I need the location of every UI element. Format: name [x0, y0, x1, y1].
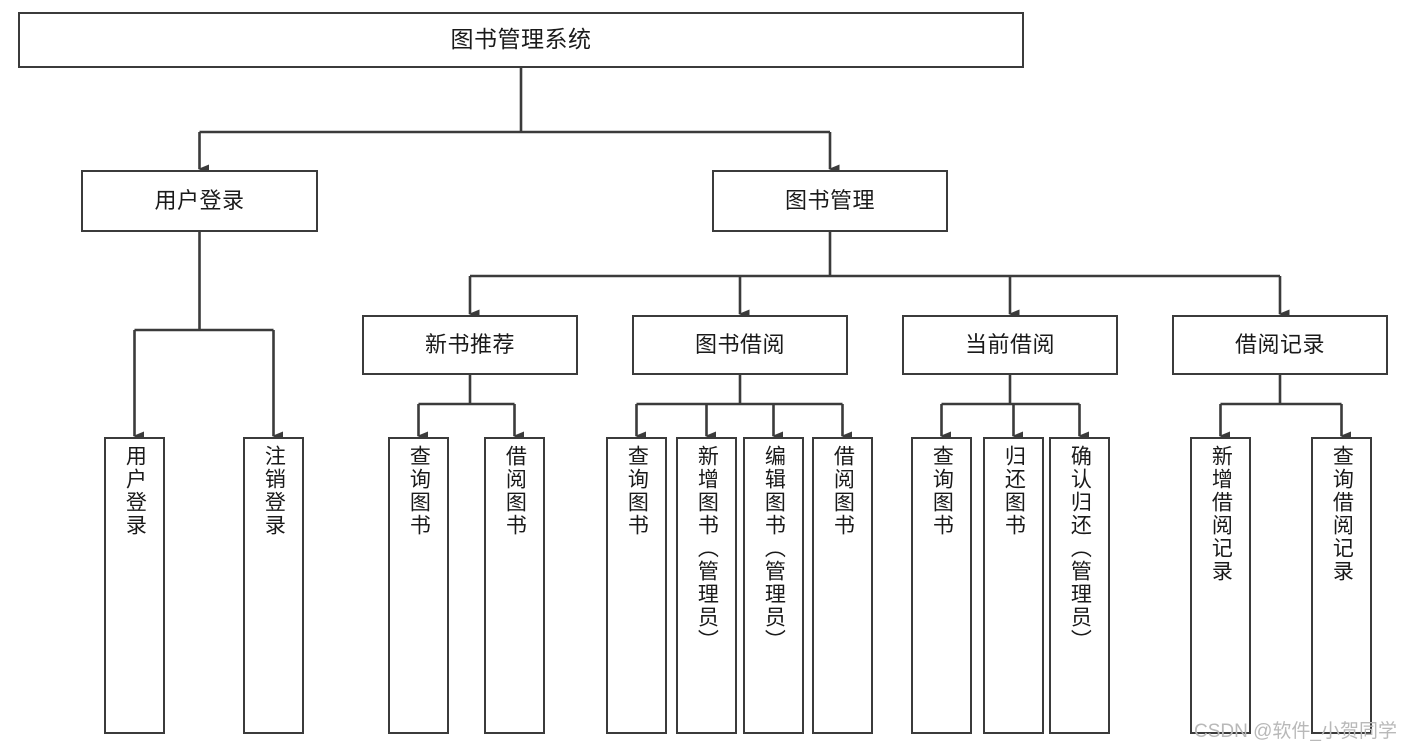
node-leaf-return-book-label: 归还图书	[1002, 445, 1026, 537]
node-leaf-borrow-book-1-label: 借阅图书	[503, 445, 527, 537]
node-user-login-label: 用户登录	[154, 187, 245, 213]
node-leaf-return-book[interactable]: 归还图书	[983, 437, 1044, 734]
node-leaf-borrow-book-1[interactable]: 借阅图书	[484, 437, 545, 734]
node-leaf-query-record[interactable]: 查询借阅记录	[1311, 437, 1372, 734]
node-leaf-user-login[interactable]: 用户登录	[104, 437, 165, 734]
node-root[interactable]: 图书管理系统	[18, 12, 1024, 68]
node-current-borrow[interactable]: 当前借阅	[902, 315, 1118, 375]
node-leaf-add-record[interactable]: 新增借阅记录	[1190, 437, 1251, 734]
node-leaf-query-book-1-label: 查询图书	[407, 445, 431, 537]
node-leaf-confirm-return[interactable]: 确认归还（管理员）	[1049, 437, 1110, 734]
csdn-watermark: CSDN @软件_小贺同学	[1194, 721, 1397, 742]
node-book-manage[interactable]: 图书管理	[712, 170, 948, 232]
node-leaf-borrow-book-2[interactable]: 借阅图书	[812, 437, 873, 734]
node-borrow-record-label: 借阅记录	[1234, 331, 1325, 357]
node-current-borrow-label: 当前借阅	[964, 331, 1055, 357]
node-leaf-user-login-label: 用户登录	[123, 445, 147, 537]
node-new-book-rec[interactable]: 新书推荐	[362, 315, 578, 375]
node-leaf-edit-book-label: 编辑图书（管理员）	[762, 445, 786, 652]
node-leaf-add-book-label: 新增图书（管理员）	[695, 445, 719, 652]
node-leaf-query-record-label: 查询借阅记录	[1330, 445, 1354, 583]
node-root-label: 图书管理系统	[450, 26, 592, 53]
node-leaf-query-book-1[interactable]: 查询图书	[388, 437, 449, 734]
node-leaf-edit-book[interactable]: 编辑图书（管理员）	[743, 437, 804, 734]
node-leaf-user-logout[interactable]: 注销登录	[243, 437, 304, 734]
node-leaf-query-book-3-label: 查询图书	[930, 445, 954, 537]
node-leaf-query-book-2-label: 查询图书	[625, 445, 649, 537]
node-book-borrow[interactable]: 图书借阅	[632, 315, 848, 375]
node-leaf-user-logout-label: 注销登录	[262, 445, 286, 537]
node-leaf-query-book-2[interactable]: 查询图书	[606, 437, 667, 734]
node-user-login[interactable]: 用户登录	[81, 170, 318, 232]
node-borrow-record[interactable]: 借阅记录	[1172, 315, 1388, 375]
node-leaf-add-record-label: 新增借阅记录	[1209, 445, 1233, 583]
node-leaf-borrow-book-2-label: 借阅图书	[831, 445, 855, 537]
node-leaf-query-book-3[interactable]: 查询图书	[911, 437, 972, 734]
node-leaf-confirm-return-label: 确认归还（管理员）	[1068, 445, 1092, 652]
node-book-manage-label: 图书管理	[784, 187, 875, 213]
node-leaf-add-book[interactable]: 新增图书（管理员）	[676, 437, 737, 734]
node-new-book-rec-label: 新书推荐	[424, 331, 515, 357]
node-book-borrow-label: 图书借阅	[694, 331, 785, 357]
